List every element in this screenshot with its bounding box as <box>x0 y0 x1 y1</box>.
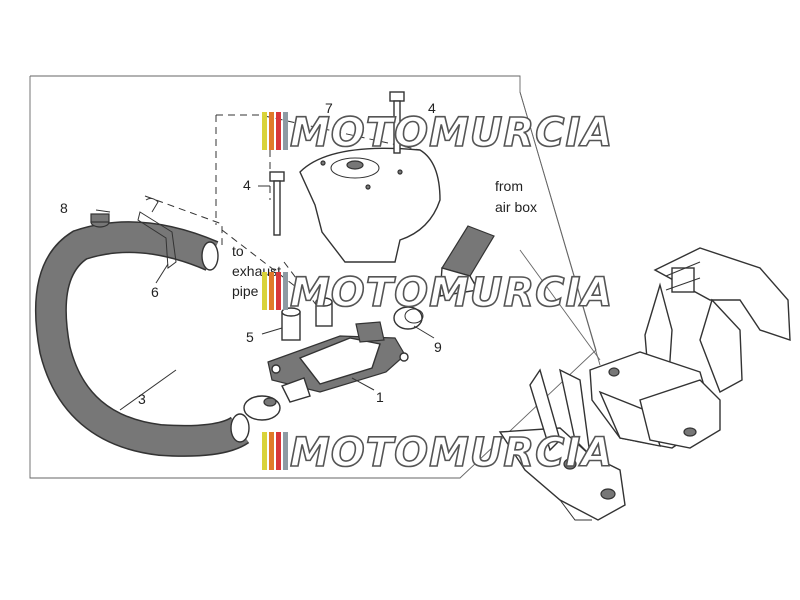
watermark-bottom: MOTOMURCIA <box>262 429 613 477</box>
note-exhaust-line2: exhaust <box>232 263 281 279</box>
grommet-part-8 <box>90 213 110 228</box>
leader-lines <box>95 185 435 411</box>
callout-5: 5 <box>246 329 254 345</box>
note-exhaust-line3: pipe <box>232 283 259 299</box>
valve-body-part-1 <box>267 321 409 403</box>
callout-labels: 1 3 4 4 5 6 7 8 9 <box>60 100 442 407</box>
callout-4a: 4 <box>243 177 251 193</box>
note-airbox-line1: from <box>495 178 523 194</box>
screw-4-left <box>269 171 285 236</box>
scooter-frame <box>498 247 791 521</box>
watermark-stripe-orange <box>269 112 274 150</box>
screw-4-top <box>389 91 405 154</box>
callout-4b: 4 <box>428 100 436 116</box>
note-exhaust-line1: to <box>232 243 244 259</box>
watermark-stripe-grey <box>283 112 288 150</box>
watermark-stripe-yellow <box>262 112 267 150</box>
spacer-part-5 <box>281 297 333 341</box>
note-airbox-line2: air box <box>495 199 537 215</box>
hose-clamp <box>243 395 281 421</box>
hose-part <box>34 221 250 457</box>
callout-9: 9 <box>434 339 442 355</box>
watermark-text: MOTOMURCIA <box>290 110 613 156</box>
airbox-cover-part <box>299 147 441 263</box>
airbox-duct <box>439 225 495 297</box>
callout-6: 6 <box>151 284 159 300</box>
sleeve-part-9 <box>393 306 424 330</box>
watermark-stripe-red <box>276 112 281 150</box>
watermark-top: MOTOMURCIA <box>262 109 613 157</box>
watermark-text: MOTOMURCIA <box>290 430 613 476</box>
direction-notes: to exhaust pipe from air box <box>232 178 537 299</box>
bracket-part-6 <box>137 197 177 269</box>
callout-7: 7 <box>325 100 333 116</box>
watermark-text: MOTOMURCIA <box>290 270 613 316</box>
callout-3: 3 <box>138 391 146 407</box>
construction-lines <box>144 91 601 366</box>
callout-1: 1 <box>376 389 384 405</box>
watermark-middle: MOTOMURCIA <box>262 269 613 317</box>
callout-8: 8 <box>60 200 68 216</box>
